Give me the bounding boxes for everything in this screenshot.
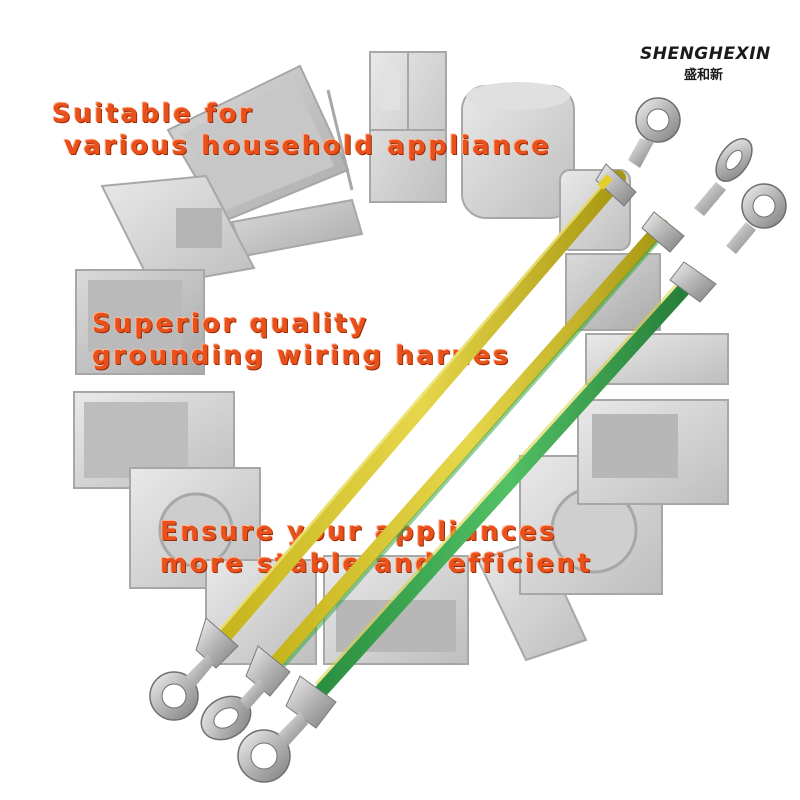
- brand-name-cn: 盛和新: [684, 68, 724, 83]
- air-purifier-icon: [461, 82, 575, 219]
- stereo-icon: [100, 174, 256, 288]
- ring-terminal-icon: [237, 712, 308, 783]
- headline-applications-line1: Suitable for: [52, 99, 255, 129]
- ring-terminal-icon: [694, 138, 753, 216]
- ring-terminal-icon: [200, 678, 266, 741]
- wire-1: [149, 97, 681, 721]
- refrigerator-icon: [369, 51, 447, 203]
- ring-terminal-icon: [149, 654, 214, 721]
- wire-3: [237, 183, 787, 783]
- brand-name-en: SHENGHEXIN: [640, 44, 771, 64]
- crt-tv-icon: [75, 269, 205, 375]
- headline-quality: Superior quality grounding wiring harnes: [92, 308, 511, 372]
- headline-benefit-line1: Ensure your appliances: [160, 517, 558, 547]
- headline-applications: Suitable for various household appliance: [52, 98, 551, 162]
- headline-quality-line2: grounding wiring harnes: [92, 341, 511, 371]
- headline-quality-line1: Superior quality: [92, 309, 369, 339]
- ring-terminal-icon: [726, 183, 787, 254]
- microwave-right-icon: [577, 399, 729, 505]
- wire-2: [200, 138, 753, 741]
- headline-applications-line2: various household appliance: [64, 131, 552, 161]
- ring-terminal-icon: [628, 97, 681, 168]
- brand-logo: SHENGHEXIN 盛和新: [640, 44, 770, 84]
